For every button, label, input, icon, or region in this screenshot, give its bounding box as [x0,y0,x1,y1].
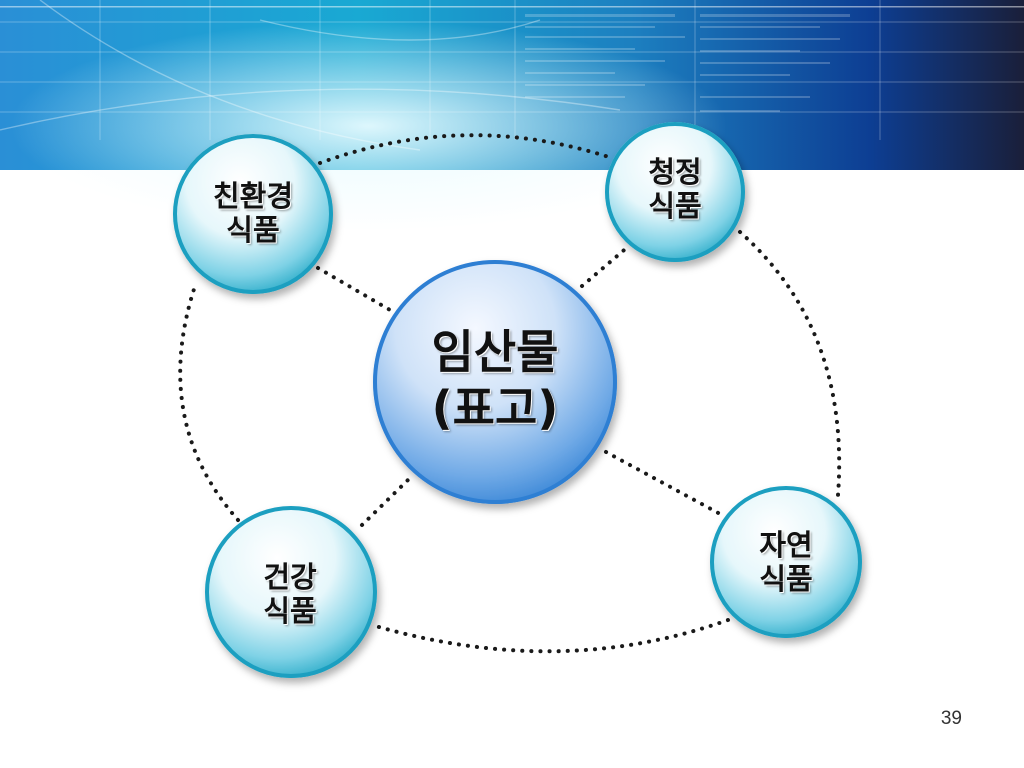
eco-label-line-2: 식품 [226,213,280,247]
natural-label-line-2: 식품 [759,562,813,596]
node-clean [605,122,745,262]
node-natural [710,486,862,638]
health-label-line-2: 식품 [263,594,317,628]
eco-label-line-1: 친환경 [212,178,294,213]
center-label-line-1: 임산물 [431,324,559,379]
clean-label-line-1: 청정 [648,154,702,189]
outer-ring [178,133,842,654]
node-center [373,260,617,504]
health-label: 건강 식품 [263,560,316,628]
header-banner [0,0,1024,300]
center-label: 임산물 (표고) [432,324,559,436]
clean-label: 청정 식품 [648,155,701,223]
natural-label: 자연 식품 [759,528,812,596]
page-number: 39 [940,708,962,729]
health-label-line-1: 건강 [263,559,317,594]
center-label-line-2: (표고) [431,381,559,435]
natural-label-line-1: 자연 [759,527,813,562]
clean-label-line-2: 식품 [648,189,702,223]
eco-label: 친환경 식품 [213,179,293,247]
node-eco [173,134,333,294]
node-health [205,506,377,678]
spokes [316,243,724,527]
